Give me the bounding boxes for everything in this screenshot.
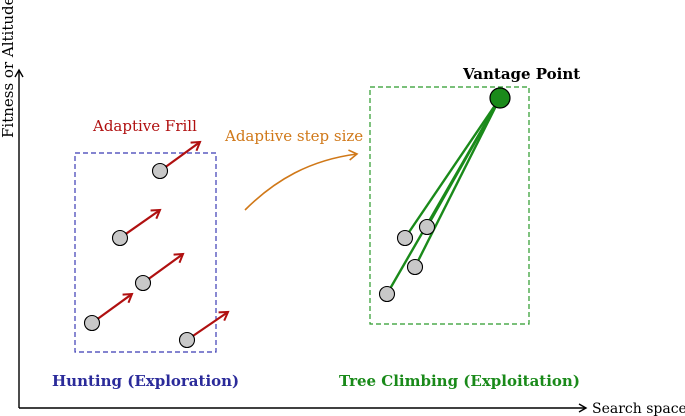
vantage-point-label: Vantage Point — [462, 65, 580, 83]
exploration-agent — [134, 274, 152, 292]
climbing-line — [385, 97, 502, 295]
exploration-agents — [83, 140, 230, 349]
climbing-line — [404, 97, 501, 239]
adaptive-step-arrow — [244, 149, 359, 211]
exploitation-agents — [378, 218, 436, 303]
frill-arrow — [186, 310, 230, 341]
adaptive-step-label: Adaptive step size — [224, 127, 363, 145]
adaptive-frill-label: Adaptive Frill — [92, 117, 197, 135]
vantage-point-marker — [489, 87, 511, 109]
exploitation-region — [369, 86, 530, 325]
exploration-region — [74, 152, 217, 353]
frill-arrow — [119, 208, 162, 239]
frill-arrow — [159, 140, 202, 172]
climbing-lines — [385, 97, 502, 295]
exploration-agent — [111, 229, 129, 247]
exploitation-agent — [396, 229, 414, 247]
exploitation-agent — [418, 218, 436, 236]
exploration-agent — [178, 331, 196, 349]
x-axis-label: Search space — [592, 401, 685, 416]
climbing-line — [413, 97, 502, 268]
exploitation-caption: Tree Climbing (Exploitation) — [339, 372, 580, 390]
exploitation-agent — [378, 285, 396, 303]
exploitation-agent — [406, 258, 424, 276]
frill-arrow — [142, 252, 185, 284]
y-axis-label: Fitness or Altitude — [0, 0, 17, 138]
exploration-caption: Hunting (Exploration) — [52, 372, 239, 390]
frill-arrow — [91, 292, 134, 324]
exploration-agent — [83, 314, 101, 332]
exploration-agent — [151, 162, 169, 180]
